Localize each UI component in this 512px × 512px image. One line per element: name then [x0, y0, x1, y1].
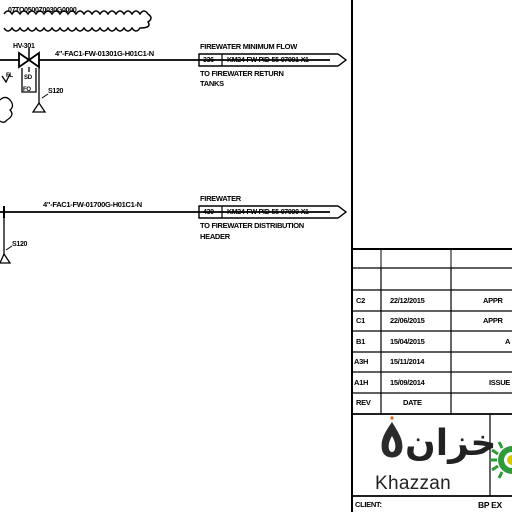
line1-service: FIREWATER MINIMUM FLOW — [200, 42, 297, 51]
line2-service: FIREWATER — [200, 194, 241, 203]
desc-cell: APPR — [483, 316, 503, 325]
line1-spec: 4"-FAC1-FW-01301G-H01C1-N — [55, 49, 154, 58]
client-value: BP EX — [478, 500, 502, 510]
date-cell: 22/12/2015 — [390, 296, 425, 305]
rev-cell: B1 — [356, 337, 365, 346]
rev-cell: A3H — [354, 357, 369, 366]
check-mark-symbol — [1, 73, 11, 84]
support-leader-2 — [5, 245, 13, 251]
line1-destination: TO FIREWATER RETURN — [200, 69, 284, 78]
line1-box-ref: 336 — [203, 57, 214, 64]
off-page-connector-1 — [198, 53, 348, 67]
line2-connector-ref: KM24-FW-PID-55-07090-X1 — [227, 209, 309, 216]
desc-cell: APPR — [483, 296, 503, 305]
line2-destination-2: HEADER — [200, 232, 230, 241]
date-header: DATE — [403, 398, 422, 407]
line2-destination: TO FIREWATER DISTRIBUTION — [200, 221, 304, 230]
date-cell: 15/04/2015 — [390, 337, 425, 346]
desc-cell: A — [505, 337, 511, 346]
rev-cell: C2 — [356, 296, 365, 305]
rev-cell: C1 — [356, 316, 365, 325]
gate-valve-icon — [18, 51, 40, 69]
rev-header: REV — [356, 398, 371, 407]
pipe-support-icon — [31, 101, 47, 113]
line1-connector-ref: KM24-FW-PID-55-07091-X1 — [227, 57, 309, 64]
date-cell: 15/09/2014 — [390, 378, 425, 387]
actuator-icon — [21, 68, 37, 93]
desc-cell: ISSUE — [489, 378, 511, 387]
rev-cell: A1H — [354, 378, 369, 387]
valve-fail-label: FL — [6, 73, 13, 79]
logo-arabic-text: خزان — [405, 423, 497, 464]
client-label: CLIENT: — [355, 500, 382, 509]
instrument-label: SD — [24, 75, 32, 81]
left-cloud — [0, 96, 14, 123]
date-cell: 22/06/2015 — [390, 316, 425, 325]
cloud-text: 07TO0500Z0030G0000 — [8, 7, 77, 14]
bp-helios-logo-icon — [490, 441, 512, 479]
logo-brand-text: Khazzan — [375, 473, 452, 494]
date-cell: 15/11/2014 — [390, 357, 425, 366]
pipe-support-icon-2 — [0, 252, 12, 264]
line1-support-tag: S120 — [48, 88, 64, 95]
logo-dot-icon — [390, 416, 394, 420]
line2-support-tag: S120 — [12, 241, 28, 248]
khazzan-flame-inner-icon — [388, 436, 396, 452]
line1-destination-2: TANKS — [200, 79, 224, 88]
support-leader-1 — [41, 93, 49, 99]
valve-tag: HV-301 — [13, 43, 35, 50]
off-page-connector-2 — [198, 205, 348, 219]
line2-spec: 4"-FAC1-FW-01700G-H01C1-N — [43, 200, 142, 209]
valve-fail-label: FO — [23, 87, 31, 93]
revision-cloud — [3, 10, 152, 32]
line2-box-ref: 430 — [203, 209, 214, 216]
